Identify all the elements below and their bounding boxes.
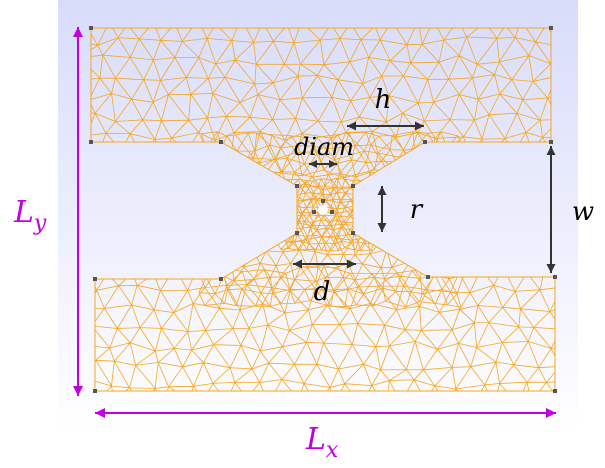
- boundary-node: [219, 140, 223, 144]
- arrow-w-head-start: [546, 146, 556, 155]
- boundary-node: [89, 140, 93, 144]
- boundary-node: [330, 210, 334, 214]
- boundary-node: [89, 26, 93, 30]
- arrow-lx: [95, 408, 556, 418]
- boundary-node: [93, 389, 97, 393]
- boundary-node: [295, 231, 299, 235]
- boundary-node: [549, 26, 553, 30]
- label-w: w: [572, 197, 594, 227]
- arrow-d: [293, 259, 356, 269]
- boundary-node: [553, 389, 557, 393]
- boundary-node: [426, 275, 430, 279]
- label-ly: Ly: [13, 195, 47, 236]
- label-ly-main: L: [13, 195, 34, 230]
- arrow-r: [377, 186, 387, 232]
- label-h: h: [375, 85, 392, 115]
- label-lx: Lx: [305, 422, 339, 463]
- arrow-ly: [73, 27, 83, 396]
- boundary-node: [295, 184, 299, 188]
- boundary-node: [351, 231, 355, 235]
- arrow-d-head-start: [293, 259, 302, 269]
- arrow-h-head-end: [415, 121, 424, 131]
- boundary-node: [351, 184, 355, 188]
- label-d: d: [314, 277, 331, 307]
- label-lx-main: L: [305, 422, 326, 457]
- arrow-ly-head-start: [73, 27, 83, 37]
- boundary-node: [423, 140, 427, 144]
- boundary-node: [93, 277, 97, 281]
- label-lx-sub: x: [326, 438, 339, 463]
- arrow-h-head-start: [347, 121, 356, 131]
- arrow-lx-head-end: [546, 408, 556, 418]
- arrow-d-head-end: [347, 259, 356, 269]
- dimension-arrows: [73, 27, 556, 418]
- arrow-diam-head-start: [309, 160, 317, 168]
- label-diam: diam: [294, 133, 354, 161]
- arrow-r-head-start: [377, 186, 387, 195]
- arrow-ly-head-end: [73, 386, 83, 396]
- boundary-node: [553, 275, 557, 279]
- arrow-lx-head-start: [95, 408, 105, 418]
- arrow-w-head-end: [546, 264, 556, 273]
- hole: [318, 205, 328, 215]
- boundary-node: [312, 210, 316, 214]
- arrow-r-head-end: [377, 223, 387, 232]
- boundary-node: [219, 277, 223, 281]
- boundary-node: [321, 199, 325, 203]
- boundary-nodes: [89, 26, 557, 393]
- arrow-diam: [309, 160, 337, 168]
- arrow-h: [347, 121, 424, 131]
- label-ly-sub: y: [33, 211, 47, 236]
- arrow-w: [546, 146, 556, 273]
- label-r: r: [410, 195, 424, 225]
- arrow-diam-head-end: [329, 160, 337, 168]
- boundary-node: [549, 140, 553, 144]
